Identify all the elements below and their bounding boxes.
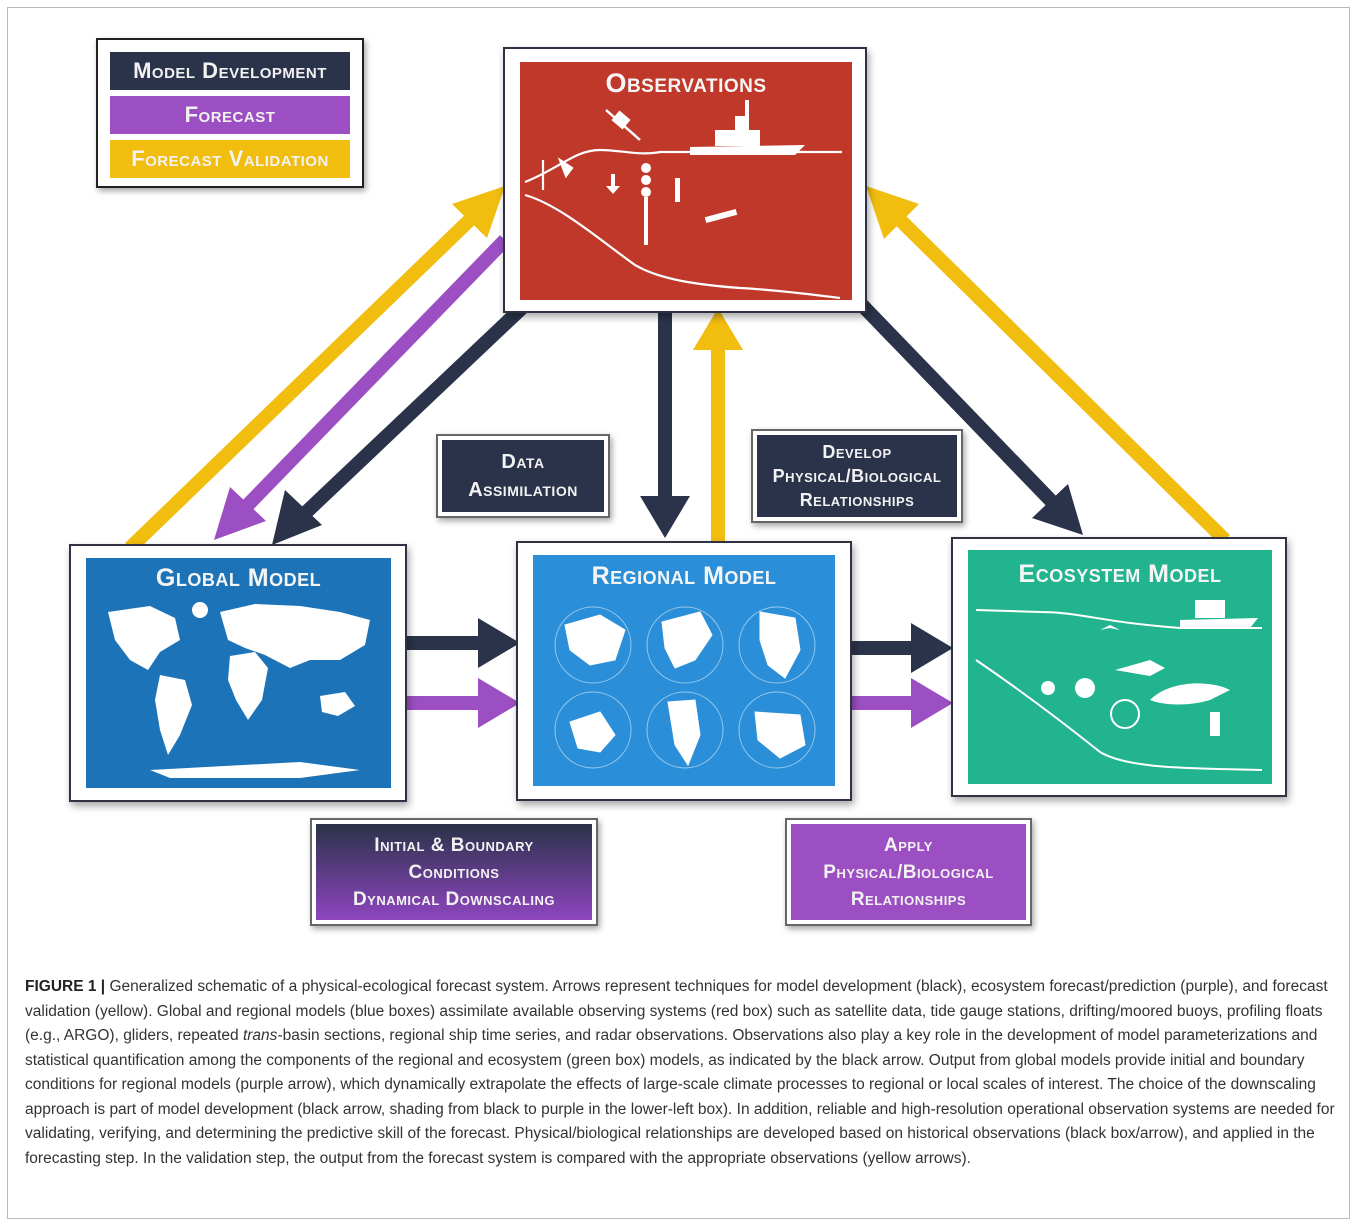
arrow-black-observations-to-global [272,299,530,545]
globe-icon [554,606,632,684]
figure-frame [7,7,1350,1219]
buoy-icon [606,163,738,245]
initial-boundary-conditions-label: Initial & Boundary Conditions Dynamical … [312,820,596,924]
arrow-purple-observations-to-global [214,235,511,540]
shark-icon [1115,660,1165,676]
whale-icon [1150,683,1230,705]
bird-icon [1100,625,1120,630]
globes-illustration [554,606,816,769]
apply-relationships-label: Apply Physical/Biological Relationships [787,820,1030,924]
ecosystem-illustration [975,600,1263,771]
arrow-purple-global-to-regional [406,678,520,728]
arrow-black-observations-to-ecosystem [856,300,1083,535]
regional-model-title: Regional Model [591,562,777,590]
arrow-yellow-regional-to-observations [693,308,743,542]
caption-italic: trans [242,1027,278,1044]
caption-text-part2: -basin sections, regional ship time seri… [25,1027,1335,1167]
observations-illustration [524,100,842,300]
data-assimilation-label: Data Assimilation [438,436,608,516]
legend: Model Development Forecast Forecast Vali… [96,38,364,188]
figure-caption: FIGURE 1 | Generalized schematic of a ph… [25,975,1335,1171]
legend-item-forecast-validation: Forecast Validation [110,140,350,178]
develop-relationships-label: Develop Physical/Biological Relationship… [753,431,961,521]
figure-label: FIGURE 1 | [25,978,106,995]
globe-icon [554,691,632,769]
caption-text-part1: Generalized schematic of a physical-ecol… [25,978,1328,1044]
arrow-black-global-to-regional [406,618,520,668]
legend-item-forecast: Forecast [110,96,350,134]
legend-item-model-development: Model Development [110,52,350,90]
observations-title: Observations [605,68,767,98]
globe-icon [646,606,724,684]
globe-icon [738,691,816,769]
ecosystem-model-box [951,537,1287,797]
arrow-yellow-ecosystem-to-observations [866,186,1230,545]
arrow-black-regional-to-ecosystem [851,623,953,673]
turtle-icon [1075,678,1095,698]
arrow-yellow-global-to-observations [125,186,505,554]
globe-icon [646,691,724,769]
global-model-title: Global Model [155,564,322,592]
observations-box [503,47,867,313]
ship-icon [690,100,805,155]
globe-icon [738,606,816,684]
ship-icon [1180,618,1258,628]
arrows [125,186,1230,728]
world-map-illustration [108,602,370,778]
arrow-purple-regional-to-ecosystem [851,678,953,728]
squid-icon [1210,712,1220,736]
arrow-black-observations-to-regional [640,305,690,538]
satellite-icon [605,109,641,141]
ecosystem-model-title: Ecosystem Model [1018,560,1222,588]
